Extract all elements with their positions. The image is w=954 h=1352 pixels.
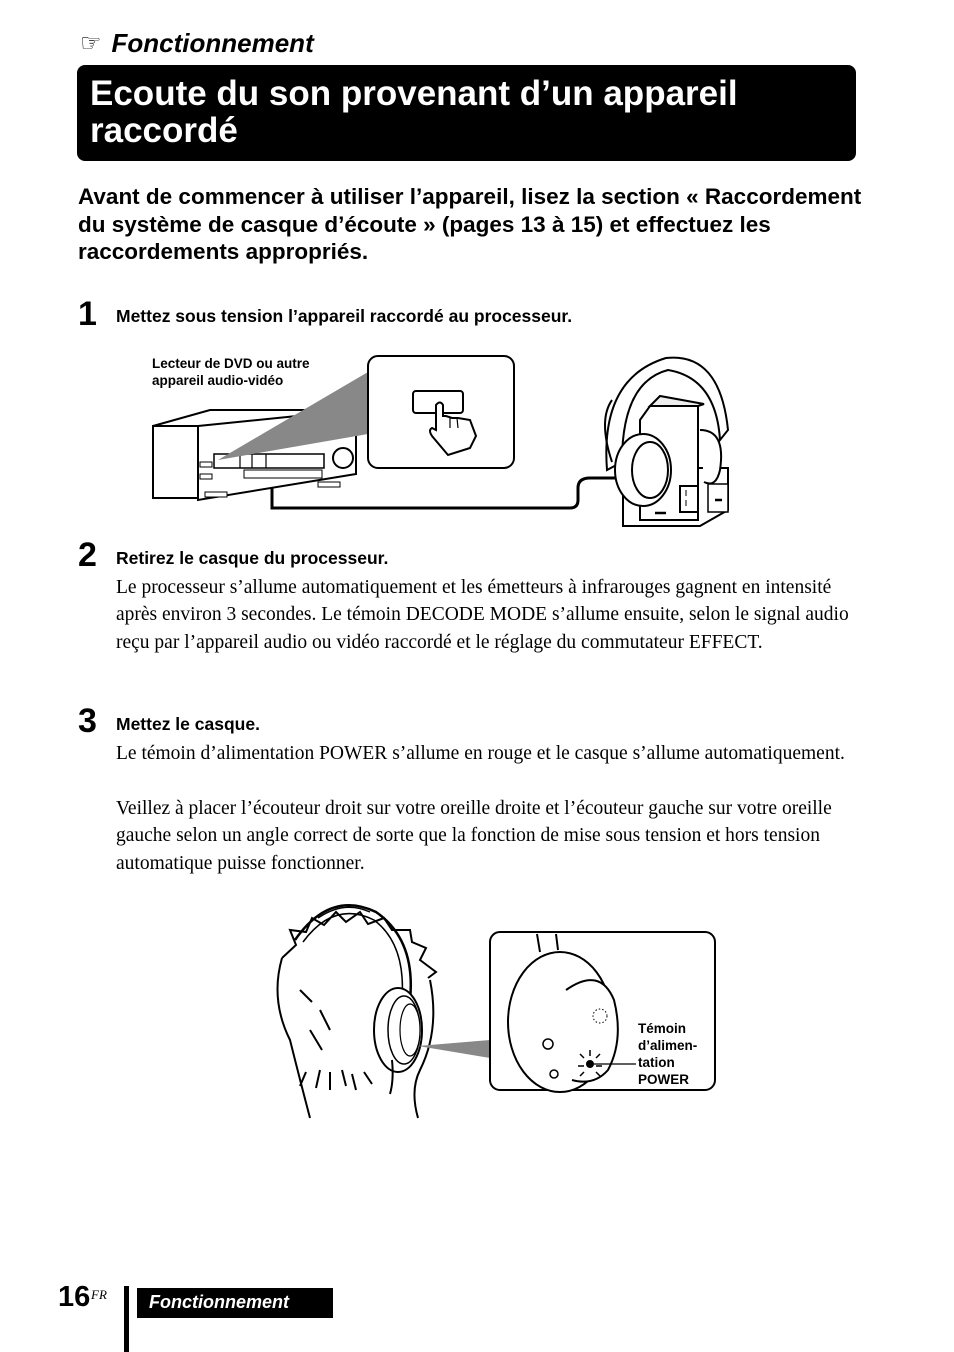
footer-section-tab: Fonctionnement [137, 1288, 333, 1318]
power-label-line3: tation [638, 1055, 675, 1070]
press-button-icon [412, 390, 478, 457]
page-number: 16 [58, 1281, 91, 1313]
section-title: Fonctionnement [111, 28, 314, 58]
step-3-body-2: Veillez à placer l’écouteur droit sur vo… [116, 798, 832, 874]
page-suffix: FR [91, 1287, 107, 1302]
pointing-hand-icon: ☞ [80, 30, 102, 57]
power-label-line4: POWER [638, 1072, 690, 1087]
step-3-body-1: Le témoin d’alimentation POWER s’allume … [116, 743, 845, 764]
power-indicator-label: Témoin d’alimen- tation POWER [638, 1020, 697, 1088]
step-2-body: Le processeur s’allume automatiquement e… [116, 577, 849, 653]
figure1-label-line2: appareil audio-vidéo [152, 373, 284, 388]
page-title: Ecoute du son provenant d’un appareil ra… [77, 65, 856, 161]
head-with-headphones-icon [276, 904, 438, 1119]
step-1-number: 1 [78, 295, 97, 333]
step-3-number: 3 [78, 702, 97, 740]
step-1-title: Mettez sous tension l’appareil raccordé … [116, 306, 573, 326]
figure1-label-line1: Lecteur de DVD ou autre [152, 356, 310, 371]
intro-paragraph: Avant de commencer à utiliser l’appareil… [78, 184, 862, 264]
footer-divider [124, 1286, 129, 1352]
earcup-closeup-icon [507, 933, 636, 1093]
step-2-number: 2 [78, 536, 97, 574]
figure1-illustration [152, 355, 730, 527]
step-2-title: Retirez le casque du processeur. [116, 548, 389, 568]
power-label-line1: Témoin [638, 1021, 687, 1036]
figure2-illustration [276, 904, 716, 1119]
figure1-label: Lecteur de DVD ou autre appareil audio-v… [152, 355, 310, 389]
step-3-title: Mettez le casque. [116, 714, 260, 734]
headphones-processor-icon [604, 356, 730, 527]
section-header: ☞ Fonctionnement [80, 28, 314, 59]
power-label-line2: d’alimen- [638, 1038, 698, 1053]
